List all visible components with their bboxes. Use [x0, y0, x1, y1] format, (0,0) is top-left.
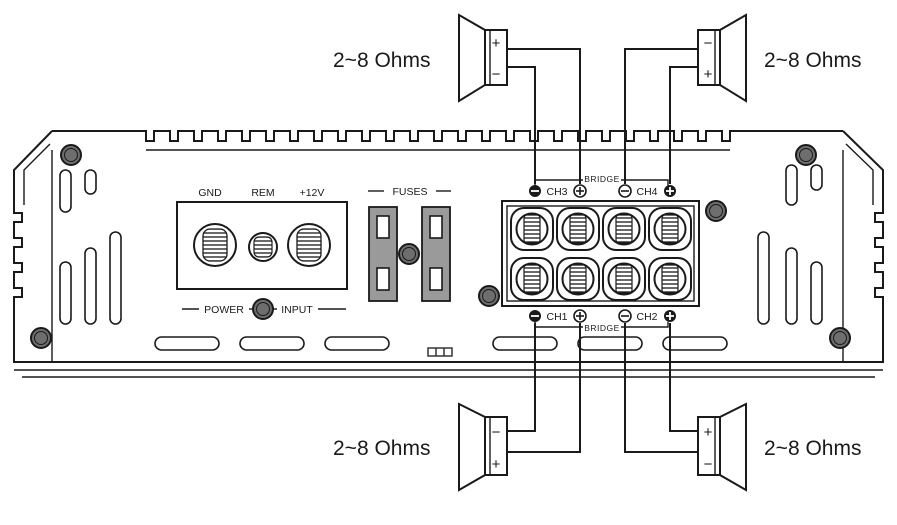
ch3-minus-icon: [529, 185, 541, 197]
speaker-top-left-minus: −: [492, 66, 501, 83]
speaker-top-right-impedance: 2~8 Ohms: [764, 49, 861, 72]
ch1-negative-post[interactable]: [510, 257, 554, 301]
ch2-label: CH2: [636, 311, 657, 323]
speaker-top-left: + −: [458, 13, 508, 103]
speaker-bottom-left: − +: [458, 402, 508, 492]
bridge-bottom-label: BRIDGE: [584, 323, 620, 333]
fuse-block: FUSES: [368, 186, 451, 302]
ch4-plus-icon: [664, 185, 676, 197]
screw-bottom-left-icon: [30, 327, 52, 349]
power-input-screw-icon: [252, 298, 274, 320]
plus12v-terminal-post[interactable]: [287, 223, 331, 267]
screw-top-right-icon: [795, 144, 817, 166]
speaker-bottom-left-plus: +: [492, 456, 501, 473]
status-led: [427, 347, 453, 357]
screw-terminal-left-icon: [478, 285, 500, 307]
speaker-top-right: − +: [697, 13, 747, 103]
input-label: INPUT: [281, 304, 313, 316]
ch2-plus-icon: [664, 310, 676, 322]
speaker-bottom-left-minus: −: [492, 424, 501, 441]
ch1-plus-icon: [573, 309, 587, 323]
bridge-top-label: BRIDGE: [584, 174, 620, 184]
power-terminal: GND REM +12V POWER INPUT: [176, 187, 348, 320]
ch3-negative-post[interactable]: [510, 207, 554, 251]
gnd-label: GND: [198, 187, 222, 199]
speaker-top-left-impedance: 2~8 Ohms: [333, 49, 430, 72]
ch3-label: CH3: [546, 186, 567, 198]
top-heatsink-fins: [52, 130, 843, 142]
fuses-label: FUSES: [392, 186, 427, 198]
ch4-minus-icon: [618, 184, 632, 198]
ch2-negative-post[interactable]: [602, 257, 646, 301]
speaker-bottom-right-impedance: 2~8 Ohms: [764, 437, 861, 460]
ch2-positive-post[interactable]: [648, 257, 692, 301]
rem-label: REM: [251, 187, 274, 199]
screw-terminal-right-icon: [705, 200, 727, 222]
rem-terminal-post[interactable]: [248, 232, 278, 262]
ch4-positive-post[interactable]: [648, 207, 692, 251]
power-label: POWER: [204, 304, 244, 316]
speaker-bottom-left-impedance: 2~8 Ohms: [333, 437, 430, 460]
speaker-bottom-right-minus: −: [704, 456, 713, 473]
ch2-minus-icon: [618, 309, 632, 323]
ch1-label: CH1: [546, 311, 567, 323]
screw-top-left-icon: [60, 144, 82, 166]
right-end-cap: [842, 130, 884, 363]
screw-bottom-right-icon: [829, 327, 851, 349]
speaker-bottom-right-plus: +: [704, 424, 713, 441]
speaker-wires: [507, 48, 698, 453]
speaker-top-right-minus: −: [704, 35, 713, 52]
left-end-cap: [13, 130, 53, 363]
fuse-left[interactable]: [368, 206, 398, 302]
speaker-terminal-block: [501, 200, 700, 307]
ch4-label: CH4: [636, 186, 657, 198]
right-vent-slots: [757, 164, 823, 325]
left-vent-slots: [59, 169, 122, 325]
bottom-channel-labels: CH1 CH2 BRIDGE: [529, 309, 676, 333]
ch4-negative-post[interactable]: [602, 207, 646, 251]
speaker-top-left-plus: +: [492, 35, 501, 52]
ch3-plus-icon: [573, 184, 587, 198]
gnd-terminal-post[interactable]: [193, 223, 237, 267]
fuse-right[interactable]: [421, 206, 451, 302]
speaker-bottom-right: + −: [697, 402, 747, 492]
fuse-screw-icon: [398, 243, 420, 265]
ch1-minus-icon: [529, 310, 541, 322]
speaker-top-right-plus: +: [704, 66, 713, 83]
plus12v-label: +12V: [300, 187, 325, 199]
ch3-positive-post[interactable]: [556, 207, 600, 251]
top-channel-labels: BRIDGE CH3 CH4: [529, 174, 676, 198]
amplifier-body: [13, 130, 884, 378]
ch1-positive-post[interactable]: [556, 257, 600, 301]
